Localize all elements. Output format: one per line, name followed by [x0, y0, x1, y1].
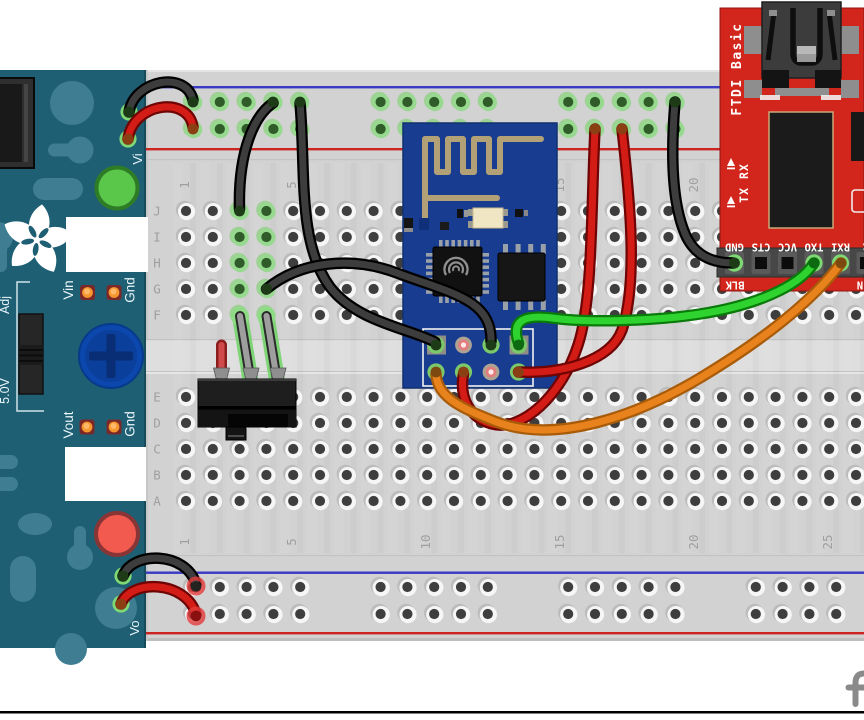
row-label-J: J — [153, 204, 161, 219]
red-led — [94, 511, 140, 557]
esp-header-outline — [422, 328, 534, 387]
label-vin: Vin — [61, 280, 76, 299]
row-label-H: H — [153, 256, 161, 271]
unconnected-marker — [186, 606, 206, 626]
wire-vo-black — [117, 552, 202, 593]
label-vout: Vout — [61, 411, 76, 438]
label-vo: Vo — [127, 620, 142, 635]
label-tx-rx: TX RX — [737, 163, 751, 203]
wire-rail-j3-black — [233, 96, 279, 217]
label-vi: Vi — [130, 153, 145, 164]
label-gnd-top: Gnd — [123, 277, 138, 303]
connection-markers — [186, 576, 206, 626]
barrel-jack — [0, 77, 35, 169]
pcb-deco — [10, 556, 36, 602]
silkscreen-bracket — [16, 281, 44, 412]
smd-outline — [851, 189, 864, 213]
pin-label-CTS: CTS — [752, 241, 771, 253]
row-label-D: D — [153, 416, 161, 431]
row-label-E: E — [153, 390, 161, 405]
green-led — [94, 165, 140, 211]
label-grn: N — [857, 279, 863, 291]
pcb-deco — [0, 455, 18, 469]
label-ftdi-basic: FTDI Basic — [730, 22, 745, 115]
row-label-F: F — [153, 308, 161, 323]
column-label-bottom-15: 15 — [552, 534, 567, 549]
pin-label-RXI: RXI — [831, 241, 850, 253]
trim-potentiometer — [78, 323, 144, 389]
column-label-bottom-10: 10 — [418, 534, 433, 549]
esp-led — [472, 207, 504, 229]
wire-vo-red — [115, 580, 202, 622]
label-gnd-bottom: Gnd — [123, 411, 138, 437]
row-label-I: I — [153, 230, 161, 245]
wire-rxi-orange — [430, 257, 847, 436]
label-voltage: 5.0V — [0, 377, 12, 403]
led-glyph — [727, 158, 735, 166]
column-label-top-1: 1 — [177, 181, 192, 189]
pin-label-VCC: VCC — [778, 241, 797, 253]
bottom-divider-line — [0, 711, 864, 714]
column-label-bottom-20: 20 — [686, 534, 701, 549]
adafruit-flower-logo — [4, 204, 73, 272]
pcb-deco — [50, 81, 94, 125]
led-glyph — [727, 196, 735, 204]
pcb-deco — [0, 477, 18, 491]
unconnected-marker — [186, 576, 206, 596]
column-label-bottom-25: 25 — [820, 534, 835, 549]
pcb-deco — [33, 178, 83, 200]
column-label-bottom-1: 1 — [177, 538, 192, 546]
bottom-rail-red-line — [146, 632, 864, 635]
switch-knob — [225, 426, 247, 441]
wire-vin-red — [122, 101, 199, 145]
label-blk: BLK — [725, 279, 745, 291]
wire-g4-esp3-black — [260, 257, 497, 351]
row-label-C: C — [153, 442, 161, 457]
top-rail-blue-line — [146, 86, 864, 89]
header-slot-top — [66, 217, 148, 272]
column-label-bottom-5: 5 — [284, 538, 299, 546]
pcb-deco — [0, 240, 7, 272]
slide-switch — [197, 308, 297, 441]
esp-antenna-trace — [422, 136, 544, 228]
flash-chip — [497, 244, 546, 310]
mini-usb-connector — [760, 1, 842, 100]
wire-rail-esp1-black — [294, 96, 442, 351]
row-label-B: B — [153, 468, 161, 483]
ft232-chip — [768, 111, 834, 229]
jumper-wires — [112, 76, 850, 622]
esp8266-module — [402, 122, 558, 389]
pin-label-R: R — [862, 241, 864, 253]
column-label-top-20: 20 — [686, 177, 701, 192]
column-label-top-5: 5 — [284, 181, 299, 189]
wire-txo-green — [510, 257, 820, 351]
wire-rail-gnd-black — [667, 96, 740, 269]
pcb-deco — [18, 513, 52, 535]
pcb-deco — [67, 544, 93, 570]
pin-label-GND: GND — [725, 241, 744, 253]
header-slot-bottom — [65, 447, 146, 501]
voltage-select-switch — [18, 313, 44, 395]
pcb-deco — [48, 143, 82, 157]
bottom-rail-blue-line — [146, 571, 864, 574]
pcb-deco — [55, 633, 87, 665]
pin-label-TXO: TXO — [805, 241, 824, 253]
smd-part — [851, 112, 864, 161]
label-adj: Adj — [0, 296, 12, 314]
row-label-G: G — [153, 282, 161, 297]
row-label-A: A — [153, 494, 161, 509]
wire-vin-black — [123, 76, 199, 118]
